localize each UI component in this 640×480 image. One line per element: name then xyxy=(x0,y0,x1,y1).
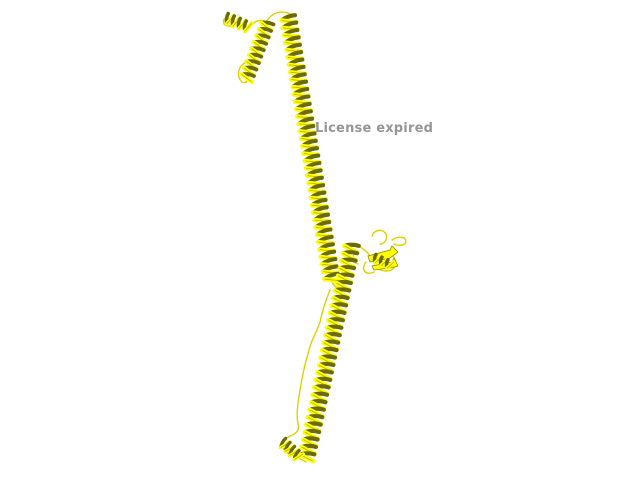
helix-main xyxy=(279,13,342,283)
helix-right-small xyxy=(372,252,396,271)
helix-bottom-small xyxy=(278,436,305,462)
helix-second xyxy=(297,242,361,464)
helix-top-left-small xyxy=(224,11,254,34)
license-expired-watermark: License expired xyxy=(315,121,434,136)
helix-top-left xyxy=(239,20,276,84)
alpha-helices xyxy=(224,11,396,464)
